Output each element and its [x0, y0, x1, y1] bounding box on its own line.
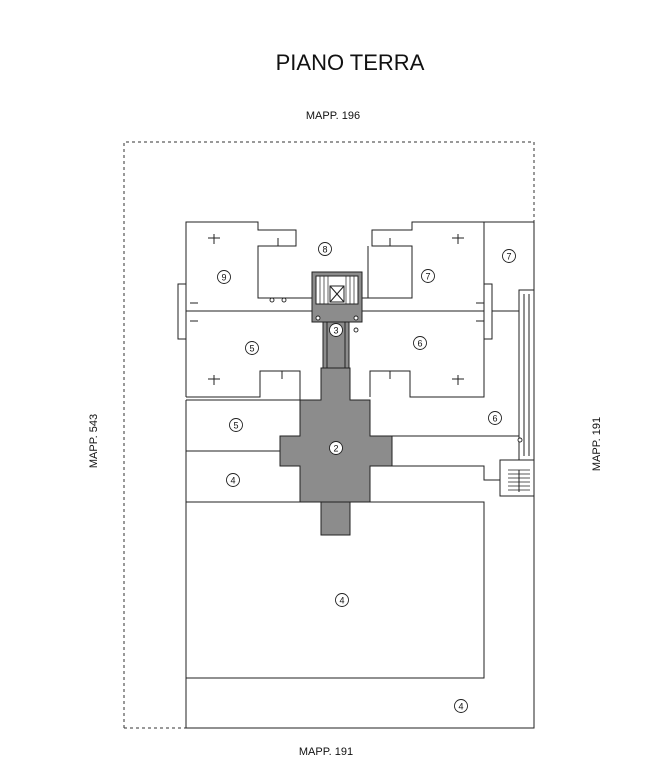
room-marker-unit-5-upper: 5	[245, 341, 259, 355]
wall-ticks	[190, 234, 523, 443]
room-marker-number: 4	[458, 702, 463, 712]
room-marker-circle	[335, 593, 349, 607]
room-marker-number: 3	[333, 326, 338, 336]
room-marker-unit-9: 9	[217, 270, 231, 284]
room-marker-circle	[329, 441, 343, 455]
neighbor-bottom-label: MAPP. 191	[299, 746, 353, 758]
room-marker-number: 9	[221, 273, 226, 283]
room-marker-area-4-large: 4	[335, 593, 349, 607]
stair-treads	[319, 276, 355, 304]
room-marker-number: 7	[506, 252, 511, 262]
room-marker-stair-3: 3	[329, 323, 343, 337]
large-lower-area	[185, 501, 485, 679]
neighbor-top-label: MAPP. 196	[306, 110, 360, 122]
room-marker-number: 6	[417, 339, 422, 349]
room-marker-area-4-bottom: 4	[454, 699, 468, 713]
room-marker-number: 5	[249, 344, 254, 354]
room-marker-number: 7	[425, 272, 430, 282]
room-marker-circle	[421, 269, 435, 283]
lot-boundary	[123, 141, 535, 729]
room-marker-unit-7-upper: 7	[421, 269, 435, 283]
room-marker-unit-6-upper: 6	[413, 336, 427, 350]
room-marker-unit-8: 8	[318, 242, 332, 256]
room-marker-circle	[217, 270, 231, 284]
room-marker-number: 8	[322, 245, 327, 255]
room-marker-area-6-lower: 6	[488, 411, 502, 425]
room-marker-circle	[502, 249, 516, 263]
room-marker-number: 6	[492, 414, 497, 424]
neighbor-right-label: MAPP. 191	[591, 417, 603, 471]
room-marker-circle	[226, 473, 240, 487]
room-markers: 9 8 7 7 3 5 6 5 6 2 4 4 4	[217, 242, 516, 713]
room-marker-circle	[413, 336, 427, 350]
room-marker-circle	[318, 242, 332, 256]
room-marker-number: 4	[230, 476, 235, 486]
room-marker-unit-7-right: 7	[502, 249, 516, 263]
room-marker-circle	[329, 323, 343, 337]
room-marker-number: 2	[333, 444, 338, 454]
room-marker-circle	[488, 411, 502, 425]
room-marker-number: 4	[339, 596, 344, 606]
room-marker-courtyard-2: 2	[329, 441, 343, 455]
room-marker-area-4-left: 4	[226, 473, 240, 487]
room-marker-circle	[229, 418, 243, 432]
neighbor-left-label: MAPP. 543	[88, 414, 100, 468]
room-marker-area-5-lower: 5	[229, 418, 243, 432]
room-marker-number: 5	[233, 421, 238, 431]
plan-title: PIANO TERRA	[276, 50, 425, 75]
building-walls	[177, 221, 535, 729]
room-marker-circle	[454, 699, 468, 713]
room-marker-circle	[245, 341, 259, 355]
